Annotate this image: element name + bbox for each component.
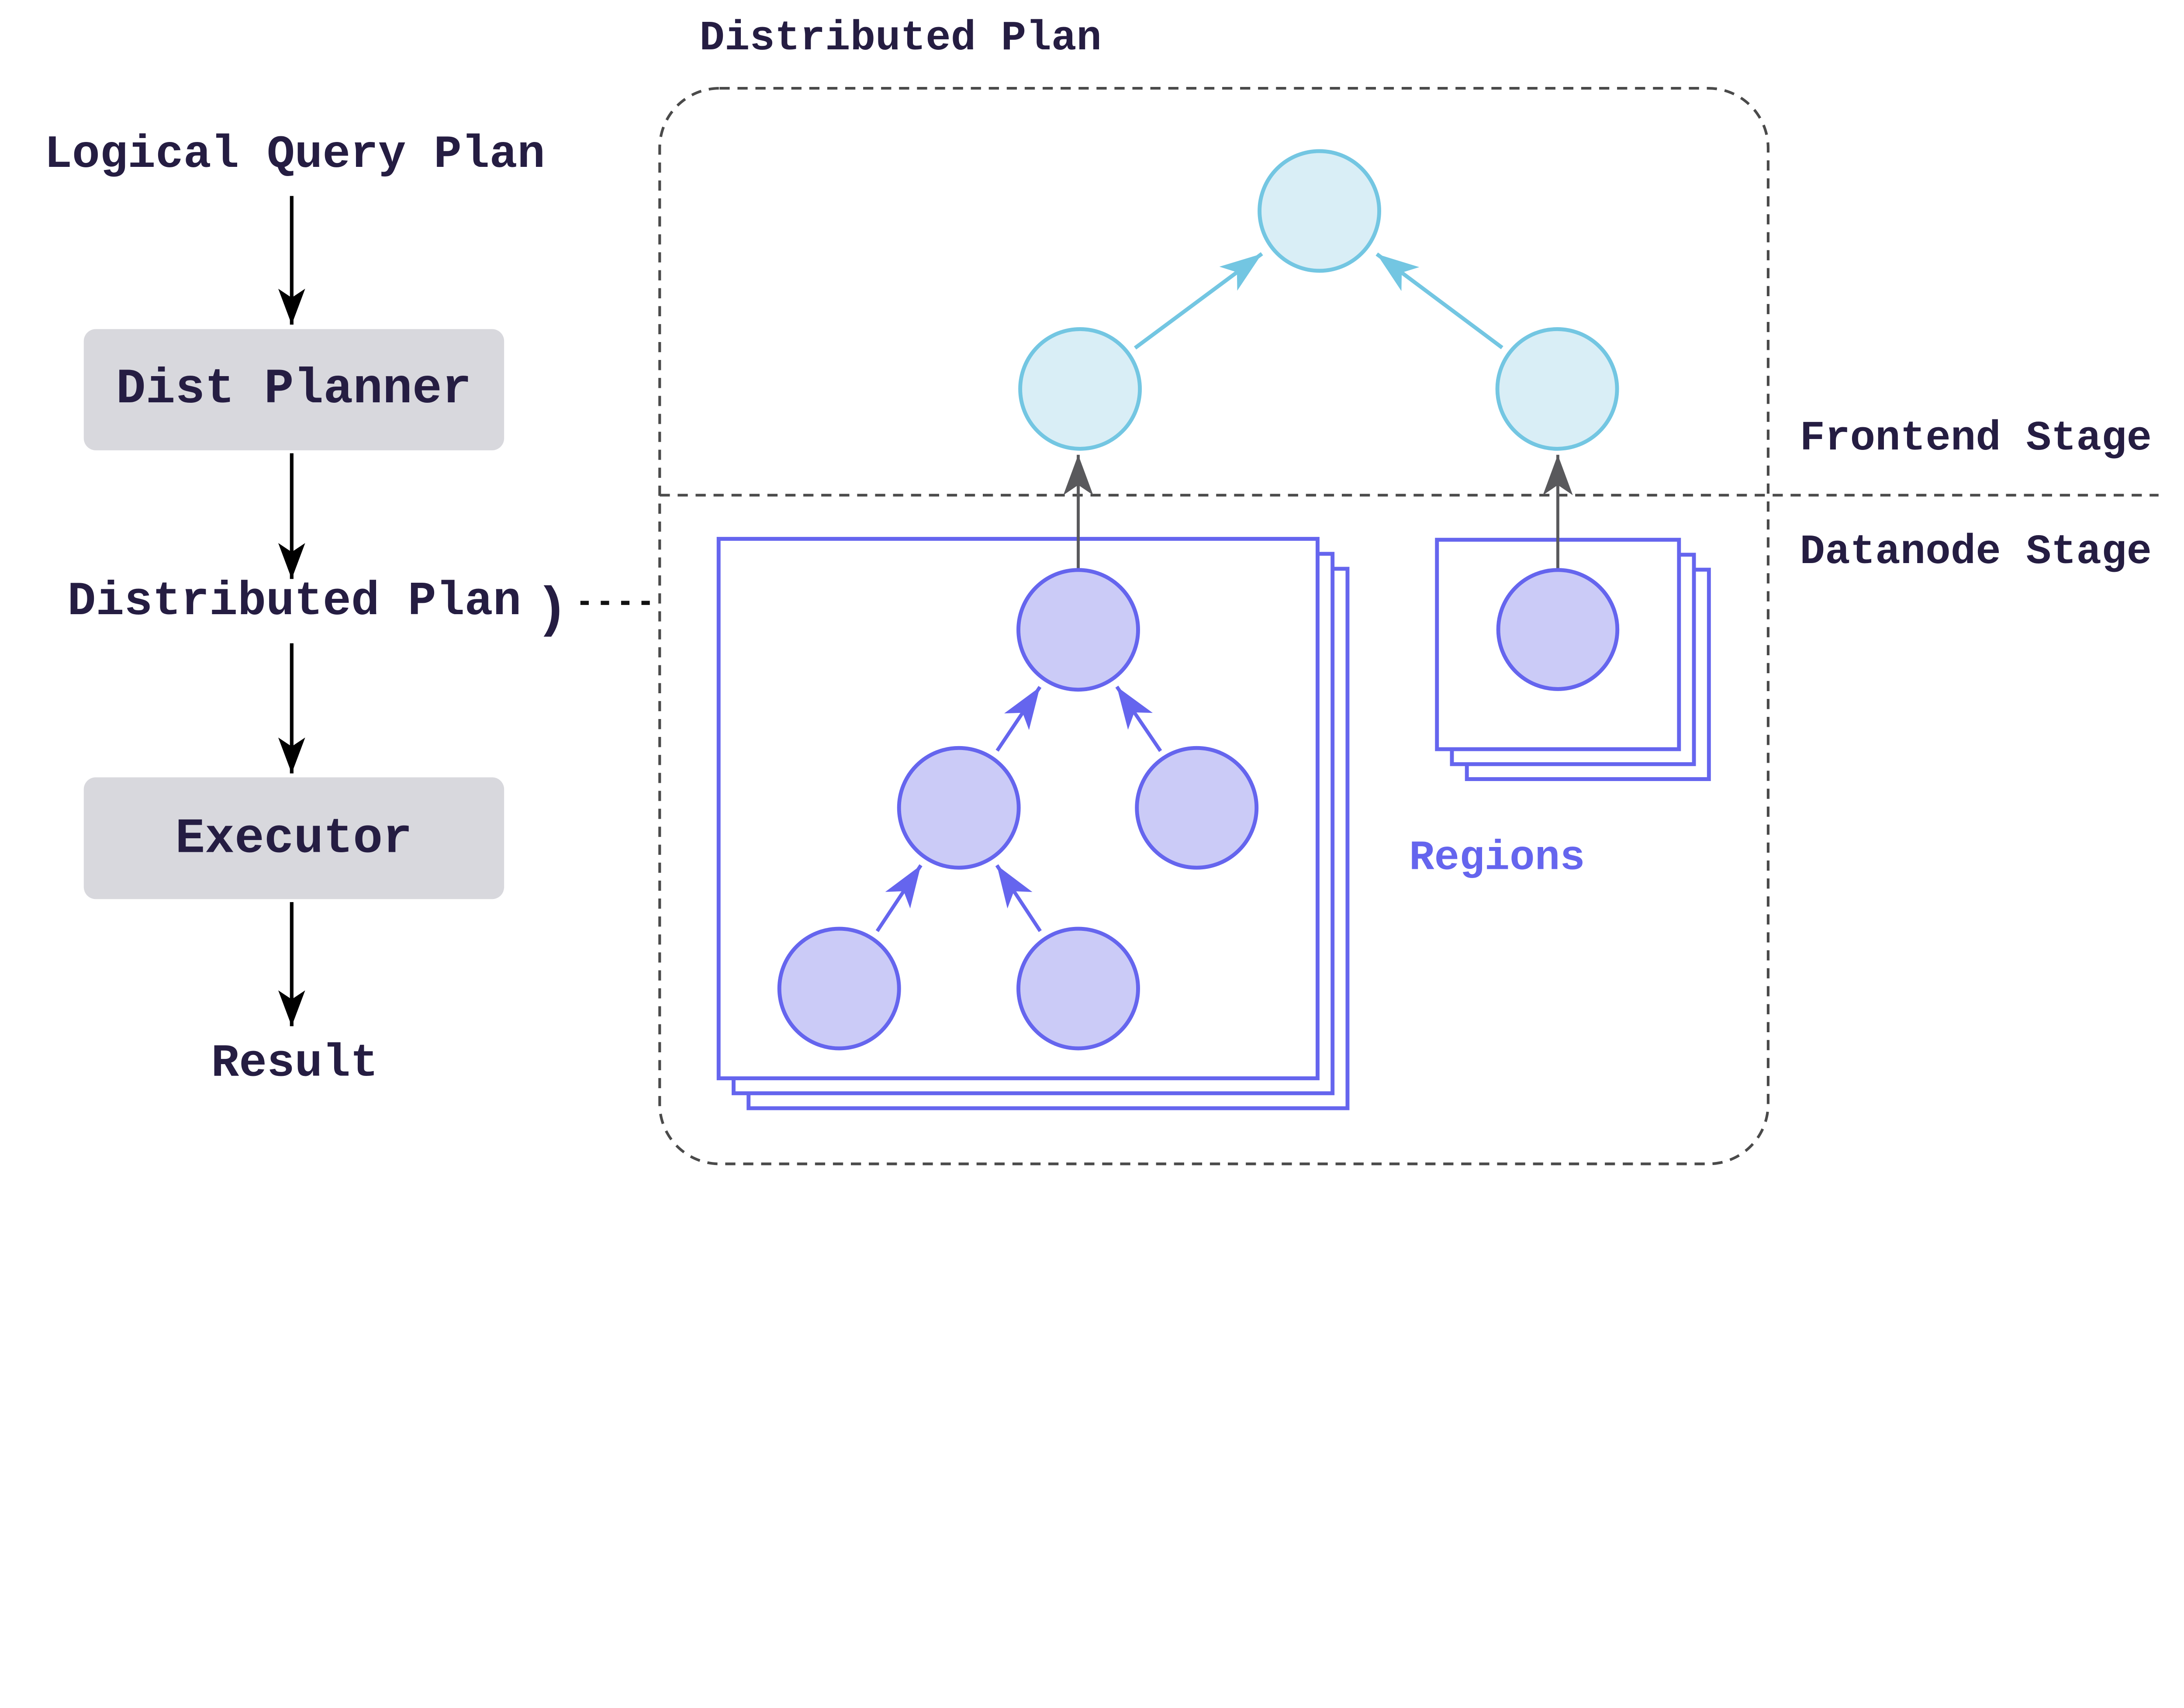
purple-node-mid-right — [1135, 746, 1259, 870]
frontend-stage-label: Frontend Stage — [1800, 415, 2152, 462]
query-plan-diagram: Logical Query Plan Dist Planner Distribu… — [44, 14, 2159, 1165]
purple-edge-bottomleft-to-midleft — [875, 864, 923, 932]
purple-edge-midleft-to-root — [995, 686, 1042, 752]
distributed-plan-flow-label: Distributed Plan — [68, 575, 522, 629]
distributed-plan-brace: ) — [536, 580, 569, 643]
executor-box — [83, 777, 505, 899]
cyan-node-left — [1018, 327, 1142, 451]
dist-planner-box — [83, 329, 505, 450]
purple-node-bottom-right — [1016, 927, 1140, 1051]
cyan-edge-right-to-root — [1375, 252, 1503, 349]
purple-node-left-root — [1016, 568, 1140, 692]
cyan-node-right — [1495, 327, 1619, 451]
result-label: Result — [211, 1037, 378, 1089]
distributed-plan-panel-title: Distributed Plan — [699, 14, 1102, 62]
purple-edge-midright-to-root — [1115, 685, 1162, 752]
executor-label: Executor — [175, 811, 412, 867]
cyan-edge-left-to-root — [1133, 252, 1263, 350]
dist-planner-label: Dist Planner — [116, 361, 472, 417]
cyan-node-root — [1258, 149, 1381, 273]
purple-node-right-region — [1496, 568, 1620, 691]
purple-node-bottom-left — [777, 927, 901, 1051]
diagram-page: Logical Query Plan Dist Planner Distribu… — [44, 14, 2159, 1165]
logical-query-plan-label: Logical Query Plan — [44, 128, 545, 181]
distributed-plan-dashed-container — [658, 86, 1770, 1165]
regions-label: Regions — [1409, 834, 1585, 882]
purple-edge-bottomright-to-midleft — [995, 864, 1042, 932]
datanode-stage-label: Datanode Stage — [1800, 528, 2152, 576]
purple-node-mid-left — [897, 746, 1021, 870]
